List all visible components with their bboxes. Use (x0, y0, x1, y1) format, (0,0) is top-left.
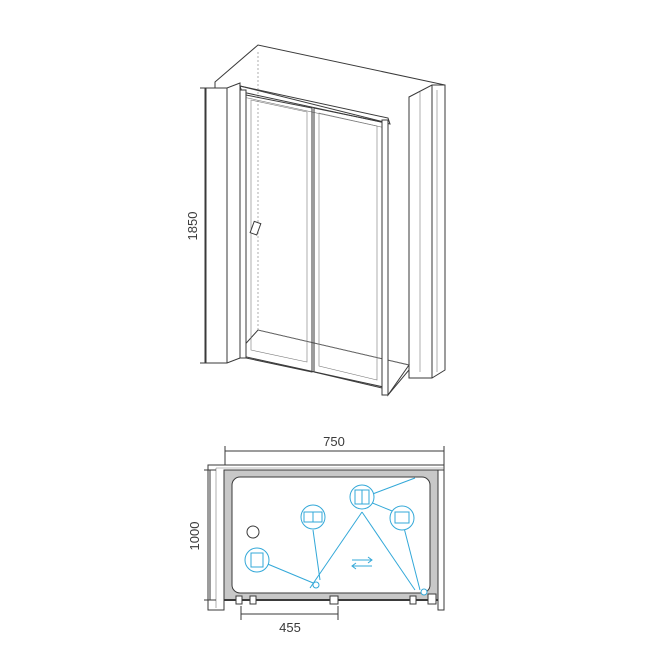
width-dimension-label: 750 (323, 434, 345, 449)
clip-icon (312, 581, 428, 596)
height-dimension-label: 1850 (185, 212, 200, 241)
double-arrow-icon (351, 556, 373, 570)
door-panel-right (313, 107, 383, 389)
hinge-icon (349, 484, 375, 510)
opening-dimension-label: 455 (279, 620, 301, 635)
right-profile (381, 119, 389, 396)
glass-panel-icon (244, 547, 270, 573)
left-profile (239, 89, 247, 359)
wall-right (437, 469, 445, 611)
right-wall (408, 84, 446, 379)
drain-icon (246, 525, 260, 539)
wall-profile-icon (389, 505, 415, 531)
front-view (200, 44, 446, 397)
door-panel-left (245, 94, 313, 373)
slider-icon (300, 504, 326, 530)
depth-dimension-label: 1000 (187, 522, 202, 551)
door-handle (249, 220, 262, 236)
left-wall (204, 82, 241, 364)
plan-view (204, 446, 445, 620)
